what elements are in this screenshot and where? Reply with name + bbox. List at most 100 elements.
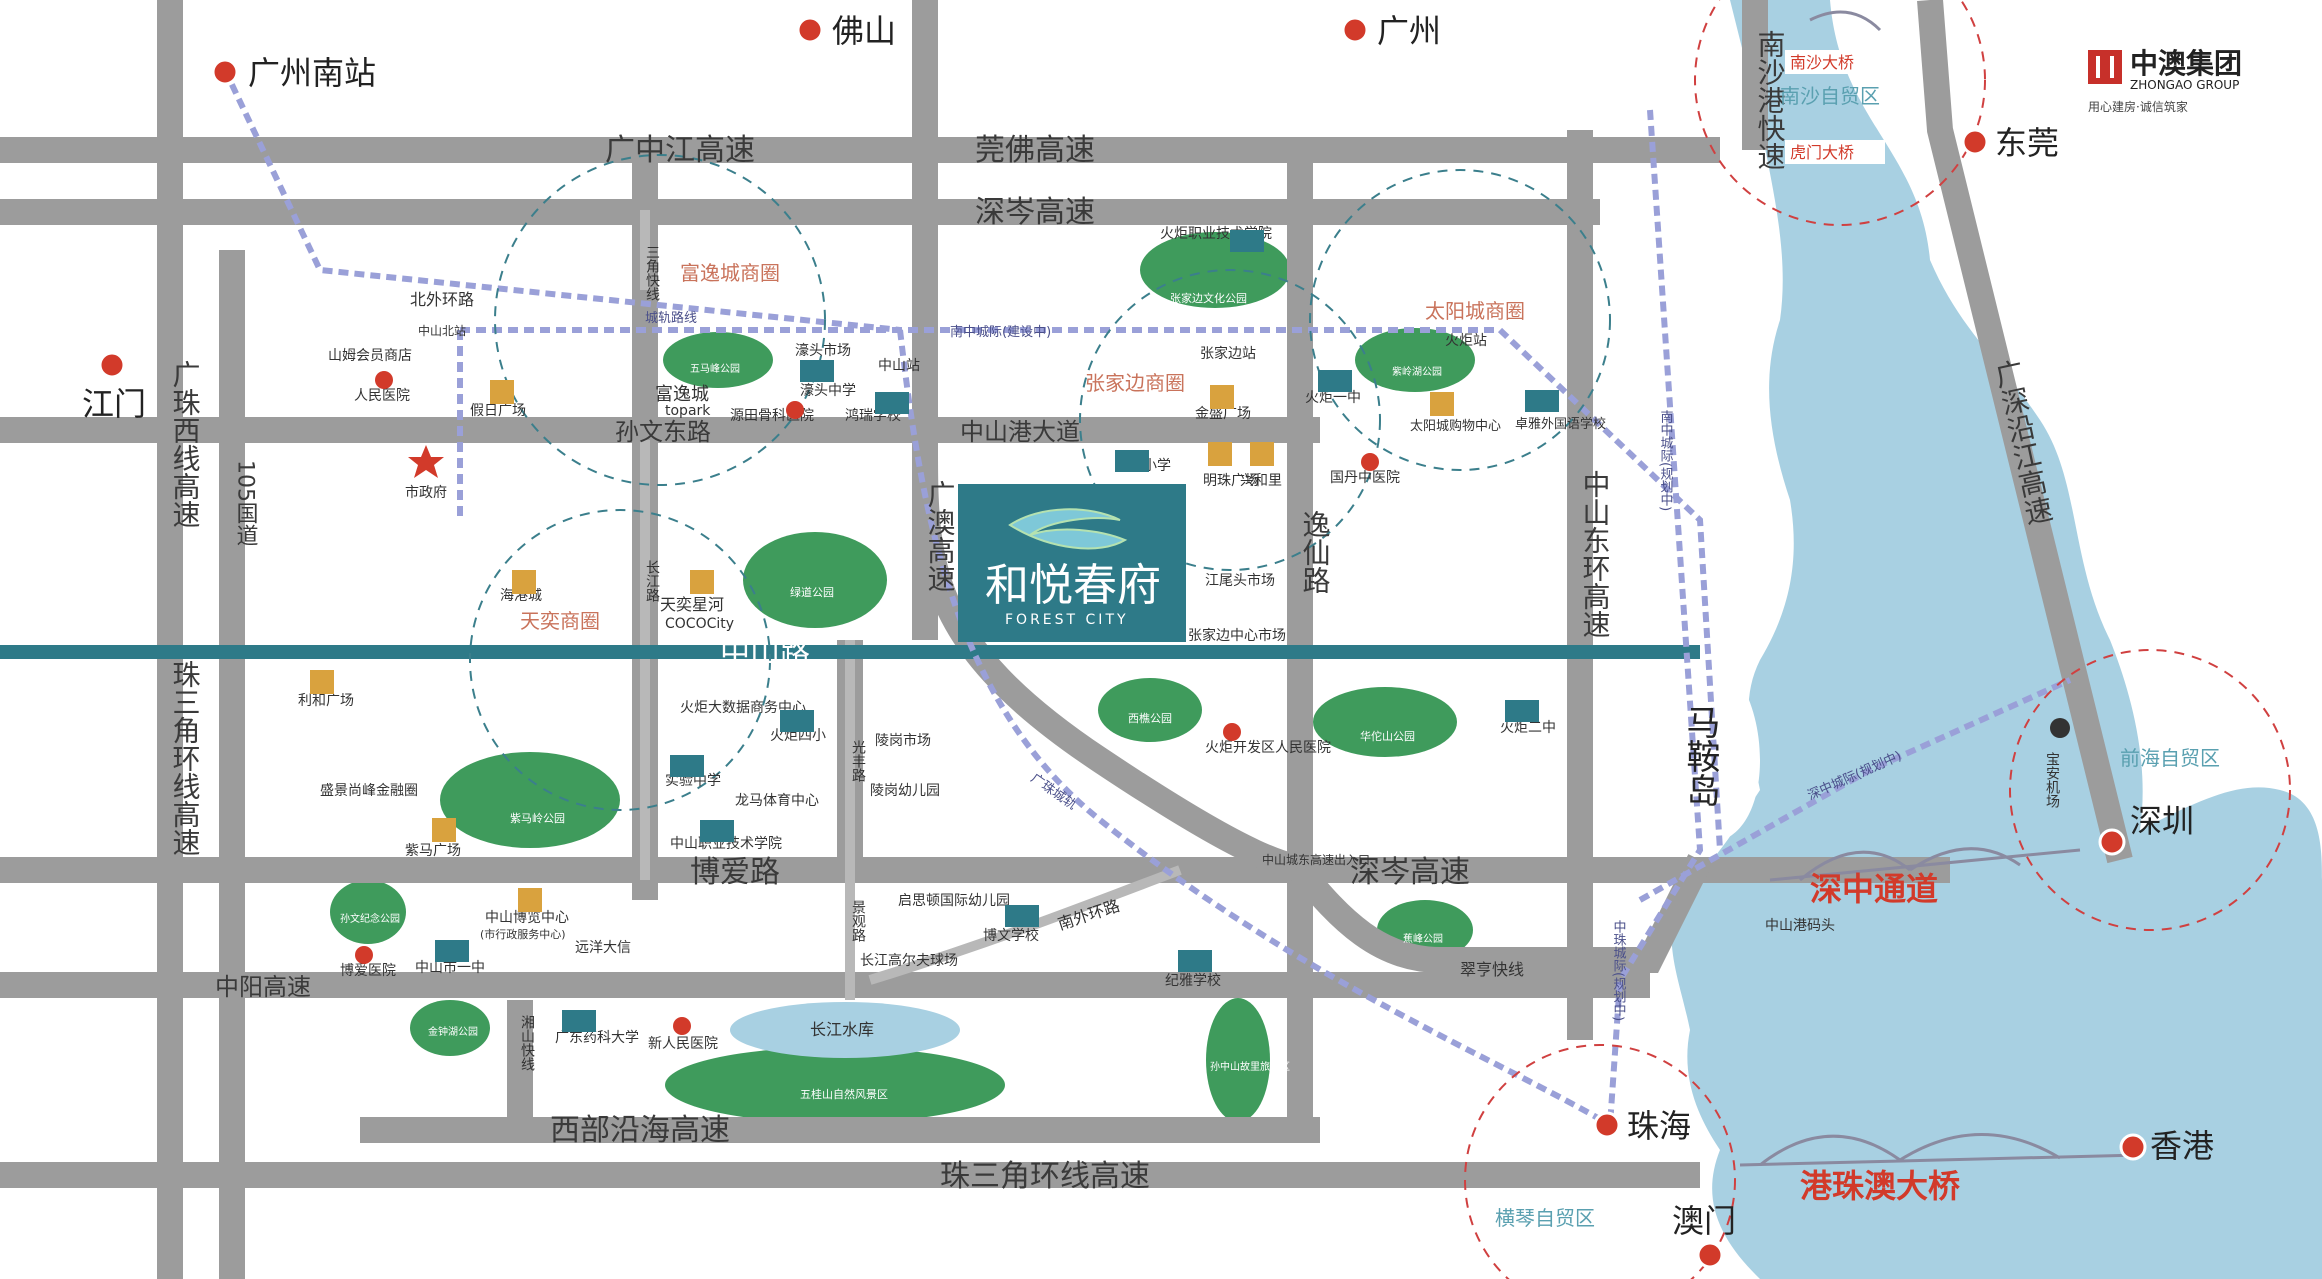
school-icon — [1115, 450, 1149, 472]
zone-nansha: 南沙自贸区 — [1780, 84, 1880, 108]
label-guangfeng: 光丰路 — [850, 740, 866, 782]
district-circles — [469, 154, 1611, 811]
city-zhuhai: 珠海 — [1627, 1107, 1691, 1145]
poi-boai-hospital: 博爱医院 — [340, 962, 396, 979]
school-icon — [562, 1010, 596, 1032]
park-wuma — [663, 332, 773, 388]
mall-icon — [518, 888, 542, 912]
label-chengguiluxian: 城轨路线 — [645, 310, 697, 326]
thin-roads — [640, 210, 1182, 1000]
hospital-icon — [1223, 723, 1241, 741]
marker-hongkong — [2119, 1133, 2147, 1161]
project-name: 和悦春府 — [985, 560, 1161, 611]
school-icon — [1525, 390, 1559, 412]
park-qiyan — [1355, 328, 1475, 392]
marker-jiangmen — [98, 351, 126, 379]
poi-bowen: 博文学校 — [983, 927, 1039, 944]
poi-zima-square: 紫马广场 — [405, 843, 461, 859]
school-icon — [435, 940, 469, 962]
poi-haotou-market: 濠头市场 — [795, 342, 851, 359]
marker-dongguan — [1961, 128, 1989, 156]
city-foshan: 佛山 — [832, 12, 896, 50]
poi-longma: 龙马体育中心 — [735, 793, 819, 809]
poi-lvdao-park: 绿道公园 — [790, 585, 834, 599]
label-yixian: 逸仙路 — [1299, 510, 1332, 594]
poi-qiaoshan: 蕉峰公园 — [1403, 933, 1443, 945]
park-sunzhongshan — [1206, 998, 1270, 1122]
mall-icon — [310, 670, 334, 694]
hospital-icon — [786, 401, 804, 419]
brand-name: 中澳集团 — [2130, 47, 2243, 80]
pearl-river-estuary — [1671, 0, 2322, 1279]
poi-huoju-hospital: 火炬开发区人民医院 — [1205, 740, 1331, 756]
mall-icon — [1210, 385, 1234, 409]
marker-foshan — [796, 16, 824, 44]
park-jinzhong — [410, 1000, 490, 1056]
school-icon — [800, 360, 834, 382]
label-zhusanjiao-bottom: 珠三角环线高速 — [940, 1159, 1150, 1194]
label-guanfo: 莞佛高速 — [975, 133, 1095, 168]
poi-zhongshan1: 中山市一中 — [415, 959, 485, 976]
brand-slogan: 用心建房·诚信筑家 — [2088, 100, 2188, 114]
poi-huoju-station: 火炬站 — [1445, 333, 1487, 349]
poi-linggang-market: 陵岗市场 — [875, 732, 931, 749]
poi-mingzhu: 明珠广场 — [1203, 473, 1259, 489]
poi-changjiang-golf: 长江高尔夫球场 — [860, 952, 958, 969]
building-icons — [435, 230, 1559, 1032]
poi-sunzhongshan-park: 孙中山故里旅游区 — [1210, 1060, 1290, 1073]
diagonal-roads — [911, 0, 2133, 973]
school-icon — [875, 392, 909, 414]
poi-guodan: 国丹中医院 — [1330, 470, 1400, 486]
marker-shenzhen — [2098, 828, 2126, 856]
mall-icon — [490, 380, 514, 404]
poi-lihe: 利和广场 — [298, 693, 354, 709]
parks — [330, 232, 1475, 1123]
poi-zhongshan-tech: 中山职业技术学院 — [670, 836, 782, 852]
city-macau: 澳门 — [1672, 1202, 1736, 1240]
zone-circles — [1464, 0, 2291, 1279]
marker-guangzhou — [1341, 16, 1369, 44]
humen-bridge-tag — [1785, 140, 1885, 164]
city-madao: 马鞍岛 — [1680, 705, 1720, 807]
poi-wuma-park: 五马峰公园 — [690, 363, 740, 375]
poi-wuguishan: 五桂山自然风景区 — [800, 1087, 888, 1101]
poi-shengjing: 盛景尚峰金融圈 — [320, 783, 418, 799]
poi-jinzhonghu: 金钟湖公园 — [428, 1025, 478, 1038]
mall-icon — [690, 570, 714, 594]
poi-zhangjiabian-park: 张家边文化公园 — [1170, 291, 1247, 305]
park-sunwen — [330, 880, 406, 944]
poi-zima-park: 紫马岭公园 — [510, 811, 565, 825]
hospital-icon — [673, 1017, 691, 1035]
city-guangzhou-south: 广州南站 — [248, 54, 376, 92]
hospital-icon — [375, 371, 393, 389]
poi-tianyi-xinghe: 天奕星河 — [660, 595, 724, 614]
mall-icon — [1208, 442, 1232, 466]
label-sanjiaokuaixian: 三角快线 — [644, 245, 660, 301]
bridge-gangzhuao: 港珠澳大桥 — [1800, 1167, 1960, 1205]
nansha-bridge-tag — [1785, 50, 1885, 74]
madao-island — [1673, 640, 1760, 842]
label-sunwendong: 孙文东路 — [615, 418, 711, 446]
poi-taiyangcheng: 太阳城购物中心 — [1410, 418, 1501, 434]
project-name-en: FOREST CITY — [1005, 612, 1129, 628]
label-nanzhongchengji: 南中城际(建设中) — [950, 324, 1051, 340]
airport-icon — [2050, 718, 2070, 738]
label-zhongshangang: 中山港大道 — [960, 418, 1080, 446]
bridge-humen: 虎门大桥 — [1790, 143, 1854, 162]
label-nanshagang: 南沙港快速 — [1754, 30, 1787, 170]
poi-shizhengfu: 市政府 — [405, 484, 447, 501]
poi-sunwen-park: 孙文纪念公园 — [340, 912, 400, 925]
park-huatuo — [1313, 687, 1457, 757]
park-zima — [440, 752, 620, 848]
label-zhusanjiao-left: 珠三角环线高速 — [169, 660, 202, 856]
bridges — [1739, 10, 2141, 1167]
poi-museum-sub: (市行政服务中心) — [480, 927, 566, 941]
poi-zhongshangang-port: 中山港码头 — [1765, 918, 1835, 934]
poi-zhongshan-museum: 中山博览中心 — [485, 909, 569, 926]
label-zhongshandonghuan: 中山东环高速 — [1579, 470, 1612, 638]
city-guangzhou: 广州 — [1377, 12, 1441, 50]
label-guangaoo: 广澳高速 — [924, 480, 957, 592]
poi-qiyan-park: 紫岭湖公园 — [1392, 365, 1442, 378]
poi-huoju1: 火炬一中 — [1305, 390, 1361, 406]
